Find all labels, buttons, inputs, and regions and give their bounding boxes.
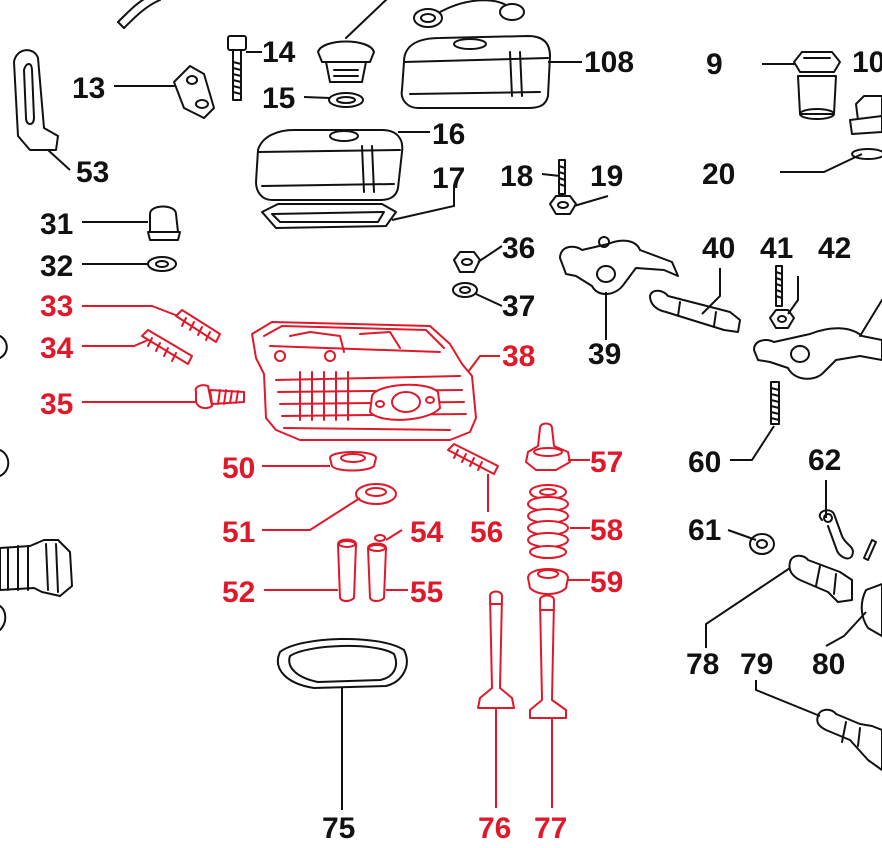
label-62: 62 <box>808 444 841 477</box>
stud-18 <box>558 159 566 195</box>
label-78: 78 <box>686 648 719 681</box>
label-37: 37 <box>502 290 535 323</box>
valve-guide-55 <box>367 542 387 602</box>
nut-42 <box>769 309 795 329</box>
label-34: 34 <box>40 332 74 365</box>
bracket-53 <box>13 49 59 151</box>
label-17: 17 <box>432 162 465 195</box>
breather-plug <box>317 0 388 83</box>
label-33: 33 <box>40 290 73 323</box>
valve-77 <box>529 594 567 719</box>
retainer-57 <box>525 422 571 471</box>
label-54: 54 <box>410 516 444 549</box>
gasket-17 <box>261 203 397 229</box>
label-35: 35 <box>40 388 73 421</box>
label-31: 31 <box>40 208 73 241</box>
label-52: 52 <box>222 576 255 609</box>
label-15: 15 <box>262 82 295 115</box>
stud-56 <box>447 443 499 475</box>
label-55: 55 <box>410 576 443 609</box>
shaft-78 <box>788 554 853 603</box>
label-13: 13 <box>72 72 105 105</box>
valve-spring-58 <box>527 484 569 559</box>
washer-61 <box>749 533 775 555</box>
plug-9 <box>793 51 841 120</box>
part-top-left-fragment <box>117 0 161 29</box>
label-36: 36 <box>502 232 535 265</box>
cap-chain-108 <box>413 0 525 28</box>
valve-76 <box>477 590 515 709</box>
label-76: 76 <box>478 812 511 845</box>
washer-32 <box>147 256 177 272</box>
label-53: 53 <box>76 156 109 189</box>
washer-51 <box>355 483 397 505</box>
cylinder-head-38 <box>251 321 477 441</box>
label-41: 41 <box>760 232 793 265</box>
stud-41 <box>775 265 783 307</box>
rocker-arm-39 <box>559 236 679 295</box>
label-51: 51 <box>222 516 255 549</box>
label-58: 58 <box>590 514 623 547</box>
bolt-35 <box>194 384 245 410</box>
clip-54 <box>374 534 386 542</box>
washer-15 <box>328 92 364 108</box>
label-38: 38 <box>502 340 535 373</box>
bolt-14 <box>227 35 247 101</box>
stud-34 <box>141 329 193 365</box>
valve-guide-52 <box>337 538 357 602</box>
label-9: 9 <box>706 48 723 81</box>
cap-nut-31 <box>147 205 181 241</box>
label-80: 80 <box>812 648 845 681</box>
part-80 <box>860 583 882 637</box>
leader-lines-black <box>47 51 867 810</box>
pin-right-edge <box>863 539 877 561</box>
label-60: 60 <box>688 446 721 479</box>
washer-37 <box>452 282 478 298</box>
shaft-79 <box>816 708 882 771</box>
part-labels: 14 15 13 53 108 9 10 16 17 18 19 20 31 3… <box>40 36 882 845</box>
label-61: 61 <box>688 514 721 547</box>
stud-60 <box>770 381 780 425</box>
label-20: 20 <box>702 158 735 191</box>
nut-19 <box>549 195 577 215</box>
label-19: 19 <box>590 160 623 193</box>
label-16: 16 <box>432 118 465 151</box>
label-50: 50 <box>222 452 255 485</box>
valve-cover-16 <box>255 129 404 201</box>
label-108: 108 <box>584 46 634 79</box>
shaft-40 <box>649 289 741 333</box>
label-77: 77 <box>534 812 567 845</box>
label-75: 75 <box>322 812 355 845</box>
label-39: 39 <box>588 338 621 371</box>
spring-62 <box>818 509 854 560</box>
label-32: 32 <box>40 250 73 283</box>
label-10: 10 <box>852 46 882 79</box>
label-18: 18 <box>500 160 533 193</box>
label-79: 79 <box>740 648 773 681</box>
nut-36 <box>453 251 481 273</box>
seal-50 <box>329 451 377 472</box>
rocker-arm-right <box>753 299 882 380</box>
stud-33 <box>175 309 221 343</box>
label-40: 40 <box>702 232 735 265</box>
left-edge-parts <box>0 335 73 631</box>
plug-10 <box>849 95 882 160</box>
valve-cap-59 <box>527 568 569 595</box>
label-56: 56 <box>470 516 503 549</box>
label-14: 14 <box>262 36 296 69</box>
leader-lines-red <box>82 305 590 808</box>
label-57: 57 <box>590 446 623 479</box>
bracket-13 <box>173 65 215 119</box>
head-gasket-75 <box>277 638 408 689</box>
label-42: 42 <box>818 232 851 265</box>
label-59: 59 <box>590 566 623 599</box>
valve-cover-108 <box>400 35 551 109</box>
